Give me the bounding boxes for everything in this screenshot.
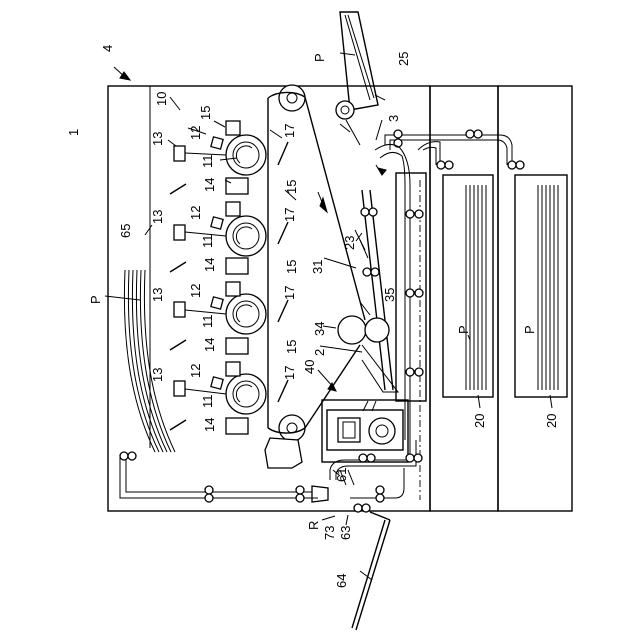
- label-photoconductor-2: 11: [200, 235, 215, 249]
- label-sheet-stack: P: [88, 295, 103, 304]
- label-path-R: R: [306, 521, 321, 530]
- label-transfer-roller-3: 17: [282, 286, 297, 300]
- label-transfer-unit: 2: [312, 349, 327, 356]
- label-process-unit: 10: [154, 92, 169, 106]
- label-output-tray: 64: [334, 574, 349, 588]
- label-tray-2: 20: [544, 414, 559, 428]
- manual-feed-tray: [336, 12, 378, 145]
- label-output-61: 61: [334, 468, 349, 482]
- label-developer-3: 14: [202, 338, 217, 352]
- label-transfer-roller-1: 17: [282, 124, 297, 138]
- label-cleaner-1b: 15: [284, 180, 299, 194]
- label-roller-35: 35: [382, 288, 397, 302]
- label-cleaner-3: 15: [284, 340, 299, 354]
- label-developer-2: 14: [202, 258, 217, 272]
- output-section: [296, 470, 390, 630]
- label-sheet-manual: P: [312, 53, 327, 62]
- label-exposure-3: 13: [150, 288, 165, 302]
- label-manual-tray: 25: [396, 52, 411, 66]
- label-apparatus: 4: [100, 45, 115, 52]
- collector-box: [265, 438, 302, 468]
- label-charger-3: 12: [188, 284, 203, 298]
- label-photoconductor-1: 11: [200, 155, 215, 169]
- label-cleaner-1: 15: [198, 106, 213, 120]
- label-charger-1: 12: [188, 126, 203, 140]
- label-tray-1: 20: [472, 414, 487, 428]
- label-exposure-4: 13: [150, 368, 165, 382]
- label-device: 1: [66, 129, 81, 136]
- label-output-63: 63: [338, 526, 353, 540]
- cassette-2: [515, 175, 567, 397]
- label-sheet-cassette-1: P: [456, 325, 471, 334]
- label-exposure-2: 13: [150, 210, 165, 224]
- label-charger-2: 12: [188, 206, 203, 220]
- label-roller-73: 73: [322, 526, 337, 540]
- label-photoconductor-3: 11: [200, 315, 215, 329]
- label-belt-31: 31: [310, 260, 325, 274]
- label-developer-1: 14: [202, 178, 217, 192]
- label-roller-34: 34: [312, 322, 327, 336]
- label-stack-tray: 65: [118, 224, 133, 238]
- fixing-unit: [322, 400, 408, 462]
- label-sheet-cassette-2: P: [522, 325, 537, 334]
- feed-paths: [385, 130, 524, 169]
- leader-lines: [105, 53, 552, 580]
- label-fixing: 40: [302, 360, 317, 374]
- label-guide-23: 23: [342, 236, 357, 250]
- label-charger-4: 12: [188, 364, 203, 378]
- label-developer-4: 14: [202, 418, 217, 432]
- label-transfer-roller-4: 17: [282, 366, 297, 380]
- label-photoconductor-4: 11: [200, 395, 215, 409]
- label-cleaner-2: 15: [284, 260, 299, 274]
- label-exposure-1: 13: [150, 132, 165, 146]
- cassette-1: [443, 175, 493, 397]
- label-transfer-roller-2: 17: [282, 208, 297, 222]
- label-conveyance: 3: [386, 115, 401, 122]
